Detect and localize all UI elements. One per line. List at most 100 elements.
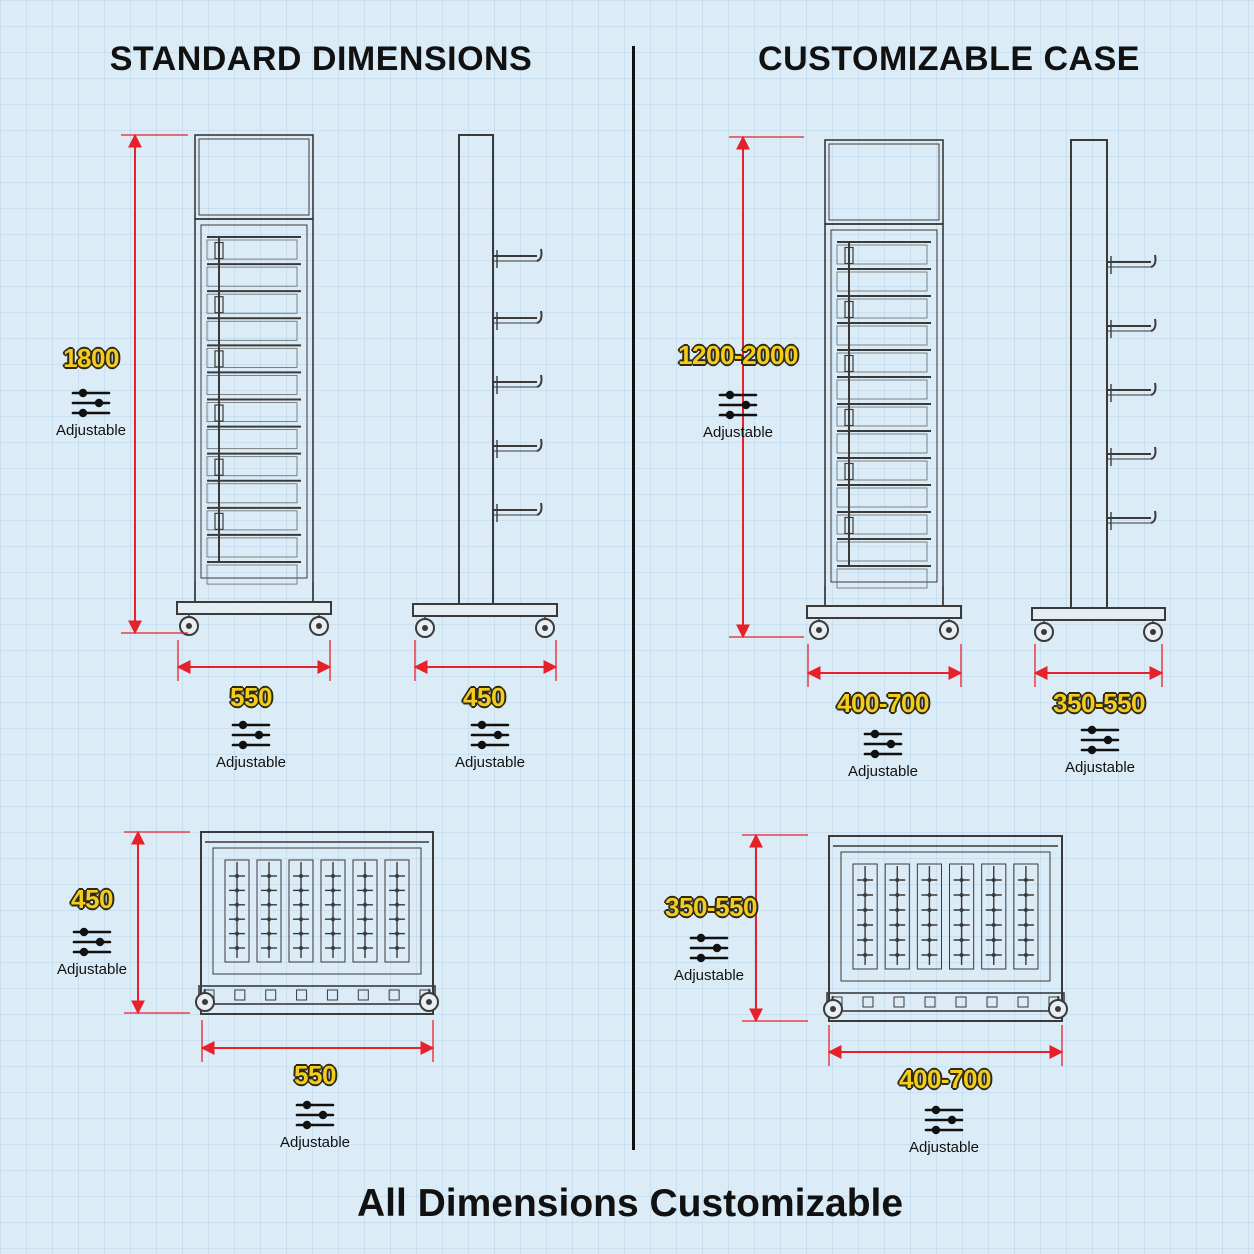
dimension-height-standard: 1800 xyxy=(63,343,119,373)
hook-dot xyxy=(991,953,996,957)
hook-dot xyxy=(1023,893,1028,897)
shelf-panel xyxy=(836,379,928,400)
sliders-icon xyxy=(72,927,112,957)
caster-hub xyxy=(426,999,432,1005)
slider-knob xyxy=(1087,745,1097,755)
slider-knob xyxy=(696,953,706,963)
hook-dot xyxy=(927,878,932,882)
arm-hook xyxy=(1150,318,1157,332)
hook-dot xyxy=(927,938,932,942)
adjustable-label: Adjustable xyxy=(279,1134,351,1151)
hook-dot xyxy=(331,874,335,878)
hook-dot xyxy=(959,908,964,912)
top-frame xyxy=(828,835,1063,1022)
adjustable-badge: Adjustable xyxy=(216,718,286,771)
shelf-panel xyxy=(206,564,298,585)
hook-clip xyxy=(844,300,854,319)
hook-dot xyxy=(927,923,932,927)
slider-knob xyxy=(302,1120,312,1130)
hook-dot xyxy=(895,893,900,897)
hook-dot xyxy=(863,908,868,912)
hook-column xyxy=(288,859,314,963)
hook-dot xyxy=(991,878,996,882)
hook-clip xyxy=(214,241,224,260)
hook-dot xyxy=(363,888,367,893)
hook-clip xyxy=(214,458,224,476)
hook-dot xyxy=(895,878,900,882)
dimension-side-depth-standard: 450 xyxy=(463,682,505,712)
dimension-front-width-standard: 550 xyxy=(230,682,272,712)
hook-dot xyxy=(299,888,303,893)
heading-standard-dimensions: STANDARD DIMENSIONS xyxy=(109,40,533,78)
hook-dot xyxy=(395,946,399,950)
arm-hook xyxy=(536,502,543,516)
shelf-panel xyxy=(836,541,928,562)
adjustable-badge: Adjustable xyxy=(280,1098,350,1151)
slider-knob xyxy=(79,947,89,957)
hook-dot xyxy=(863,923,868,927)
side-view-custom xyxy=(1031,139,1166,642)
hook-dot xyxy=(991,893,996,897)
hook-dot xyxy=(1023,923,1028,927)
hook-column xyxy=(352,859,378,963)
slider-knob xyxy=(1103,735,1113,745)
hook-dot xyxy=(267,931,271,936)
hook-clip xyxy=(214,350,224,368)
hook-dot xyxy=(395,888,399,893)
glass-frame xyxy=(200,224,308,579)
caster-hub xyxy=(186,623,192,629)
slider-knob xyxy=(302,1100,312,1110)
caster-hub xyxy=(422,625,428,631)
hook-dot xyxy=(235,874,239,878)
shelf-panel xyxy=(836,406,928,427)
shelf-panel xyxy=(206,266,298,287)
hook-dot xyxy=(299,874,303,878)
arm-hook xyxy=(1150,382,1157,396)
hook-dot xyxy=(395,917,399,922)
shelf-panel xyxy=(206,483,298,504)
hook-dot xyxy=(927,908,932,912)
adjustable-badge: Adjustable xyxy=(909,1103,979,1156)
shelf-panel xyxy=(206,510,298,531)
hook-dot xyxy=(363,902,367,907)
base-plate xyxy=(412,603,558,617)
hook-dot xyxy=(959,938,964,942)
slider-knob xyxy=(886,739,896,749)
hook-dot xyxy=(959,923,964,927)
hook-column xyxy=(916,863,942,970)
hook-dot xyxy=(299,917,303,922)
header-panel xyxy=(194,134,314,220)
slider-knob xyxy=(477,740,487,750)
caster-hub xyxy=(1150,629,1156,635)
slider-knob xyxy=(78,388,88,398)
slider-knob xyxy=(741,400,751,410)
adjustable-badge: Adjustable xyxy=(674,931,744,984)
hook-dot xyxy=(863,938,868,942)
top-frame xyxy=(200,831,434,1015)
sliders-icon xyxy=(71,388,111,418)
dimension-top-depth-standard: 450 xyxy=(71,884,113,914)
top-inner xyxy=(212,847,422,975)
footer-caption: All Dimensions Customizable xyxy=(356,1182,904,1225)
caster-hub xyxy=(202,999,208,1005)
hook-dot xyxy=(1023,938,1028,942)
base-clip xyxy=(234,989,246,1001)
slider-knob xyxy=(477,720,487,730)
hook-dot xyxy=(331,931,335,936)
base-plate xyxy=(806,605,962,619)
hook-dot xyxy=(267,946,271,950)
hook-dot xyxy=(959,953,964,957)
caster-hub xyxy=(542,625,548,631)
shelf-panel xyxy=(836,487,928,508)
hook-dot xyxy=(235,931,239,936)
hook-dot xyxy=(1023,878,1028,882)
adjustable-label: Adjustable xyxy=(55,422,127,439)
hook-dot xyxy=(1023,908,1028,912)
heading-customizable-case: CUSTOMIZABLE CASE xyxy=(758,40,1140,78)
shelf-panel xyxy=(206,537,298,558)
hook-dot xyxy=(363,946,367,950)
slider-knob xyxy=(870,749,880,759)
top-view-custom xyxy=(823,835,1068,1022)
caster-hub xyxy=(316,623,322,629)
